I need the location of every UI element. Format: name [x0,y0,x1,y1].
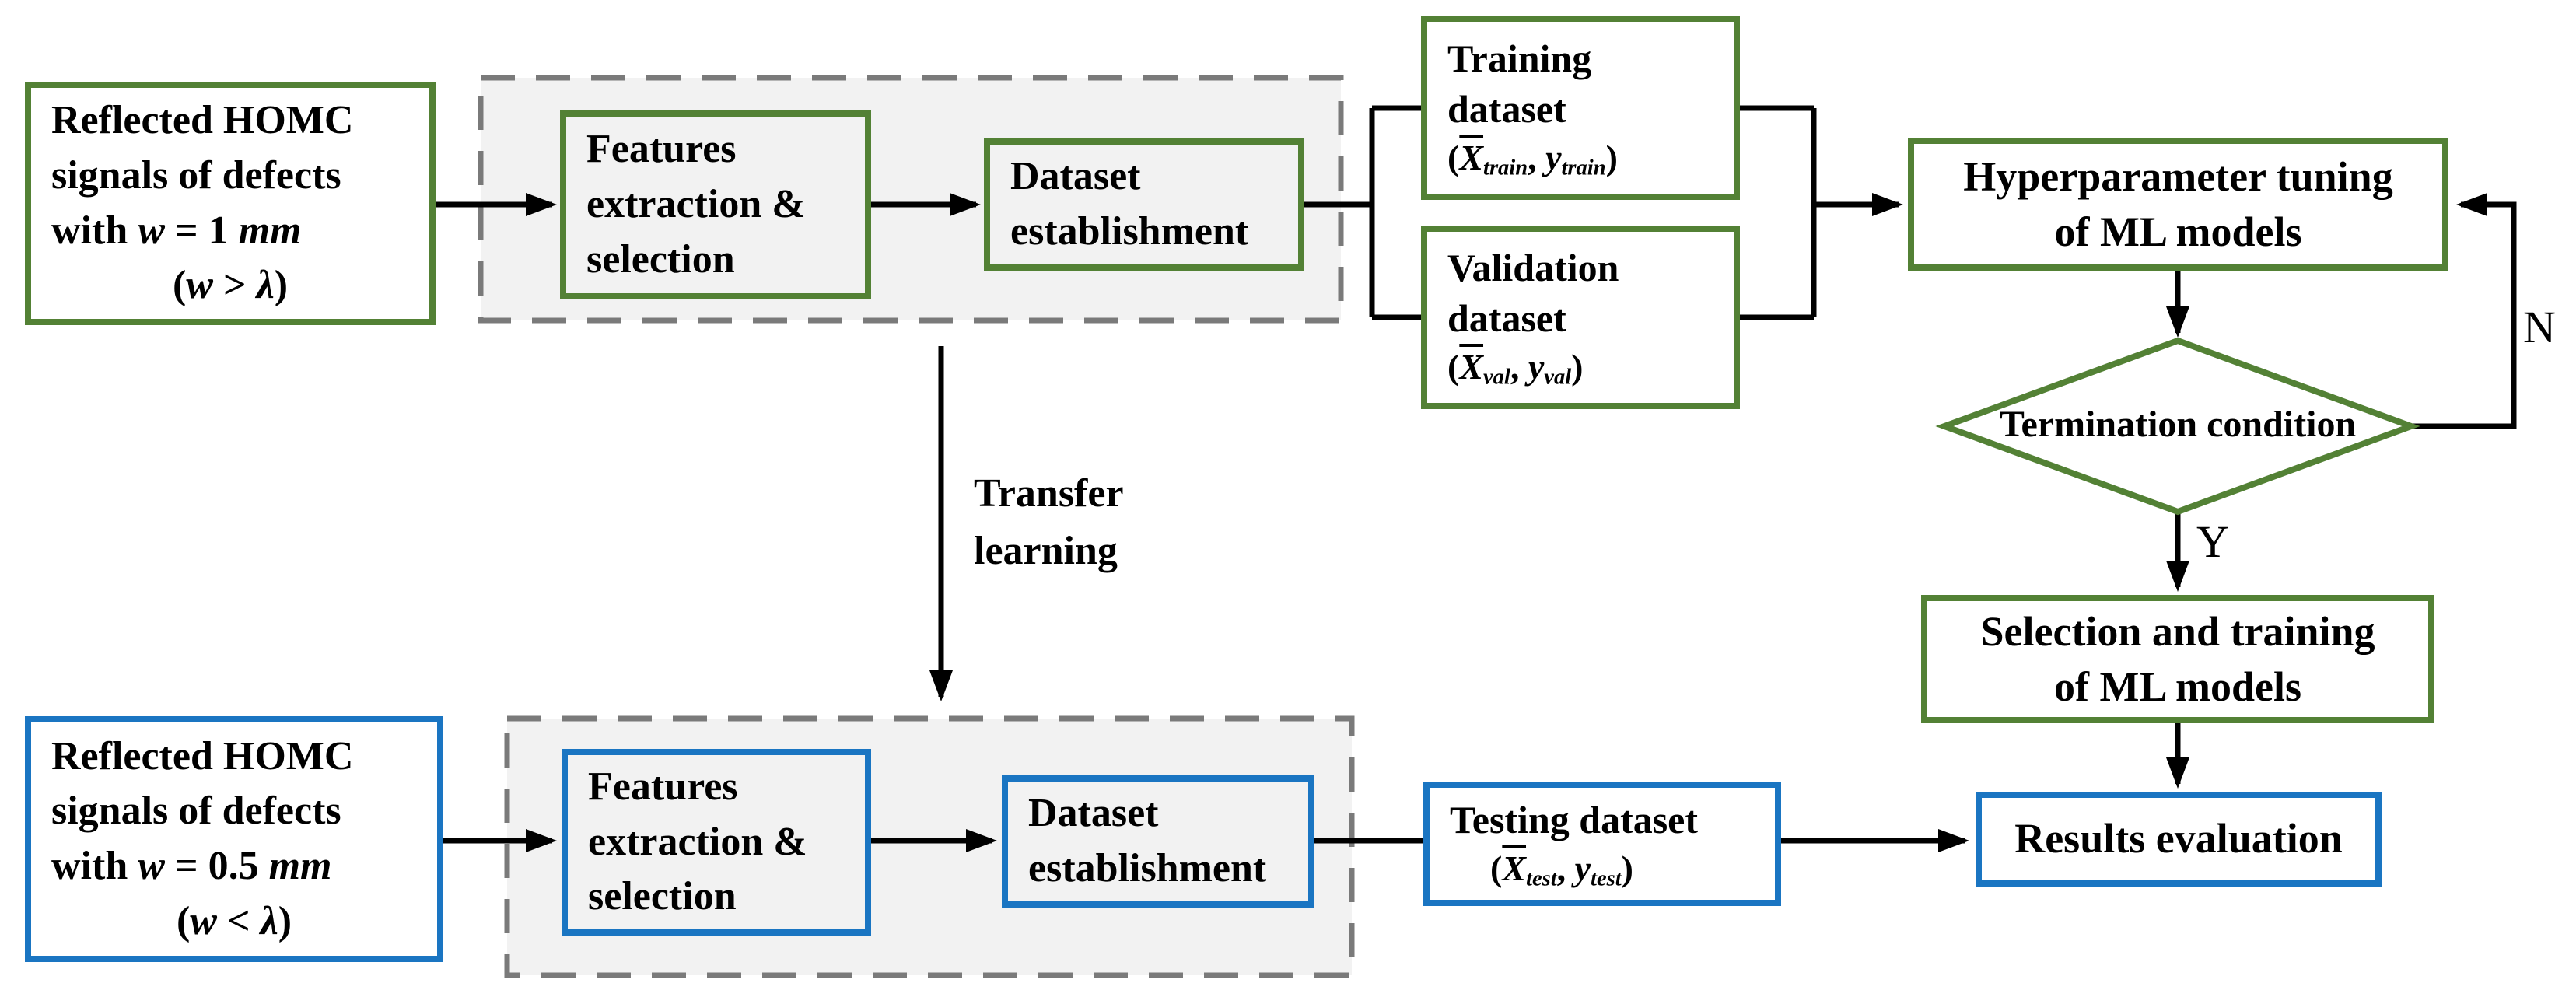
termination-diamond-shape [1935,337,2420,516]
box-line: Training [1447,36,1592,80]
label-transfer-learning: Transfer learning [974,465,1124,580]
box-reflected-homc-1mm: Reflected HOMC signals of defects with w… [25,82,436,325]
arrow-termination-no-loop [2411,193,2517,429]
label-line: Transfer [974,471,1124,516]
box-line: extraction & [588,819,807,864]
box-line: dataset [1447,86,1566,131]
box-testing-dataset: Testing dataset (Xtest, ytest) [1423,782,1781,906]
box-line: Features [586,127,737,172]
termination-condition-label: Termination condition [1999,404,2357,445]
label-no: N [2523,302,2556,352]
box-line: establishment [1028,846,1267,890]
box-line: dataset [1447,296,1566,341]
box-selection-training: Selection and training of ML models [1921,595,2434,723]
box-line: Hyperparameter tuning [1963,153,2393,201]
box-line-math: with w = 1 mm [51,208,302,253]
box-line: establishment [1010,209,1249,254]
box-dataset-establishment-top: Dataset establishment [984,138,1304,271]
label-line: learning [974,528,1118,573]
box-features-extraction-bottom: Features extraction & selection [562,749,871,936]
box-line: selection [588,874,737,919]
box-results-evaluation: Results evaluation [1976,792,2382,887]
box-line: Validation [1447,246,1619,290]
box-validation-dataset: Validation dataset (Xval, yval) [1421,226,1740,409]
box-line: Features [588,764,738,809]
label-yes: Y [2196,516,2229,567]
box-line-math: (Xtrain, ytrain) [1447,137,1618,180]
box-line: of ML models [2054,663,2301,710]
box-dataset-establishment-bottom: Dataset establishment [1002,775,1314,908]
box-line: Dataset [1010,154,1141,199]
box-line: signals of defects [51,152,341,198]
box-line: Reflected HOMC [51,98,354,143]
box-features-extraction-top: Features extraction & selection [560,110,871,299]
box-line-math: (w > λ) [172,263,289,308]
box-line-math: (Xtest, ytest) [1490,848,1633,891]
box-line: Dataset [1028,791,1159,836]
box-line-math: (w < λ) [176,898,292,943]
box-hyperparameter-tuning: Hyperparameter tuning of ML models [1908,138,2448,271]
box-line: Selection and training [1980,608,2375,656]
box-line-math: (Xval, yval) [1447,347,1584,390]
box-line: Reflected HOMC [51,733,354,778]
box-line: selection [586,236,735,282]
box-reflected-homc-05mm: Reflected HOMC signals of defects with w… [25,716,443,962]
box-line: Results evaluation [2014,815,2343,862]
box-training-dataset: Training dataset (Xtrain, ytrain) [1421,16,1740,200]
box-line-math: with w = 0.5 mm [51,844,332,888]
box-line: of ML models [2054,208,2302,255]
box-line: signals of defects [51,789,341,834]
box-line: extraction & [586,182,806,227]
box-line: Testing dataset [1450,797,1699,841]
